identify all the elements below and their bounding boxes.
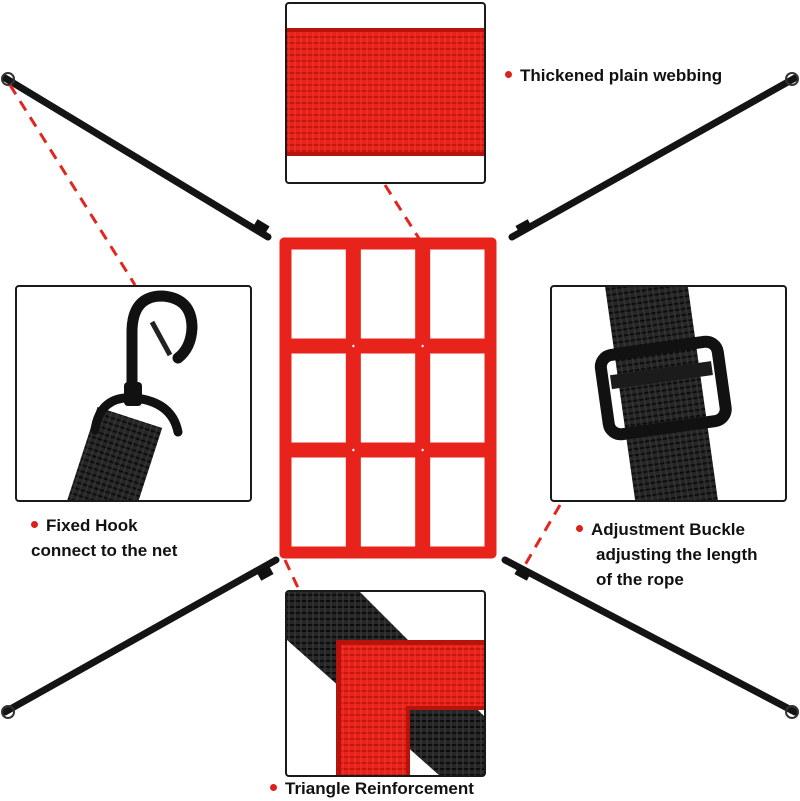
callout-webbing: Thickened plain webbing bbox=[505, 63, 722, 88]
hook-end-icon bbox=[785, 72, 799, 86]
red-net bbox=[279, 237, 497, 559]
straps bbox=[1, 72, 799, 719]
callout-triangle-line-1: Triangle Reinforcement bbox=[285, 779, 474, 798]
net-cell bbox=[421, 240, 494, 348]
net-cell bbox=[282, 240, 355, 348]
strap-top-right bbox=[508, 74, 799, 241]
hook-end-icon bbox=[1, 72, 15, 86]
bullet-dot-icon bbox=[576, 525, 583, 533]
callout-buckle-line-1: Adjustment Buckle bbox=[591, 520, 745, 539]
net-cell bbox=[421, 448, 494, 556]
inset-hook bbox=[15, 285, 252, 502]
hook-end-icon bbox=[1, 705, 15, 719]
net-cell bbox=[282, 344, 355, 452]
bullet-dot-icon bbox=[505, 71, 512, 79]
hook-end-icon bbox=[785, 705, 799, 719]
inset-buckle bbox=[550, 285, 787, 502]
callout-hook-line-1: Fixed Hook bbox=[46, 516, 138, 535]
bullet-dot-icon bbox=[270, 784, 277, 792]
net-border bbox=[279, 237, 497, 559]
net-cell bbox=[421, 344, 494, 452]
callout-hook-line-2: connect to the net bbox=[31, 541, 178, 560]
callout-triangle: Triangle Reinforcement bbox=[270, 776, 474, 801]
callout-buckle-line-2: adjusting the length bbox=[596, 545, 758, 564]
bullet-dot-icon bbox=[31, 521, 38, 529]
strap-bottom-right bbox=[501, 556, 799, 716]
strap-bottom-left bbox=[1, 556, 280, 716]
net-cell bbox=[351, 448, 425, 556]
callout-buckle: Adjustment Buckle adjusting the length o… bbox=[576, 517, 758, 592]
inset-triangle bbox=[285, 590, 486, 777]
leader-triangle bbox=[283, 559, 302, 593]
buckle-icon bbox=[594, 335, 732, 441]
net-cell bbox=[282, 448, 355, 556]
leader-buckle bbox=[520, 504, 562, 571]
snap-hook-icon bbox=[126, 290, 198, 391]
callout-webbing-line-1: Thickened plain webbing bbox=[520, 66, 723, 85]
net-cell bbox=[351, 240, 425, 348]
leader-hook bbox=[8, 84, 137, 286]
inset-webbing bbox=[285, 2, 486, 184]
callout-hook: Fixed Hook connect to the net bbox=[31, 513, 177, 563]
leader-webbing bbox=[383, 184, 422, 241]
callout-buckle-line-3: of the rope bbox=[596, 570, 684, 589]
leader-lines bbox=[8, 84, 562, 593]
net-cell bbox=[351, 344, 425, 452]
strap-top-left bbox=[1, 74, 272, 241]
